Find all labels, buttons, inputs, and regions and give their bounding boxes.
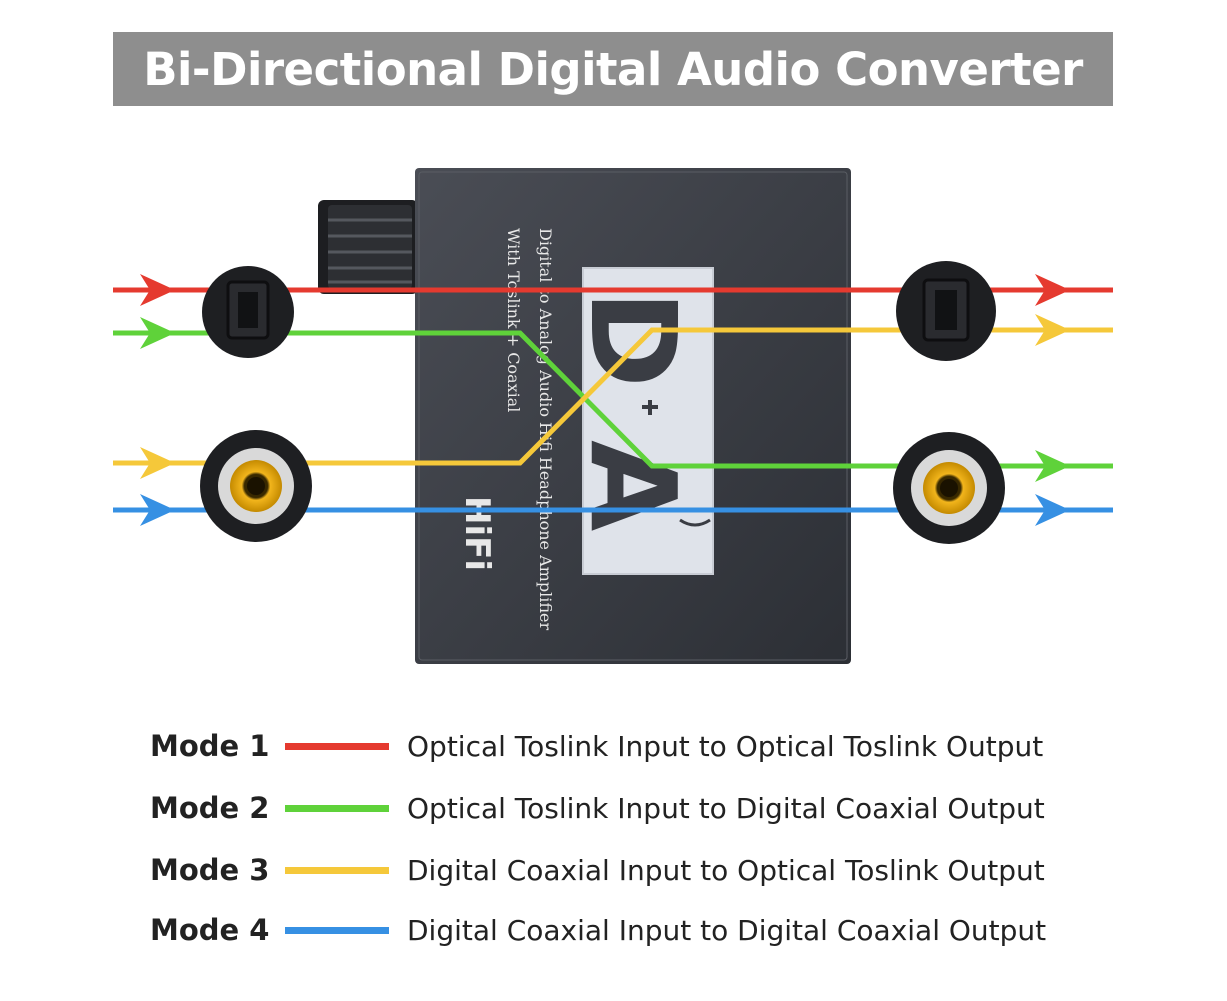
coaxial-input-port: [200, 430, 312, 542]
output-arrows: [1035, 274, 1070, 526]
legend-item-mode1: Mode 1 Optical Toslink Input to Optical …: [150, 718, 1110, 774]
legend-item-mode2: Mode 2 Optical Toslink Input to Digital …: [150, 780, 1110, 836]
optical-output-port: [896, 261, 996, 361]
volume-knob: [318, 200, 418, 294]
legend-mode-label: Mode 4: [150, 913, 270, 947]
legend-swatch-blue: [285, 926, 389, 934]
mode1-output-arrow: [1035, 274, 1070, 306]
legend-description: Digital Coaxial Input to Optical Toslink…: [407, 853, 1045, 887]
arrow-icon: [642, 400, 658, 415]
mode2-output-arrow: [1035, 450, 1070, 482]
logo-letter-d: D: [564, 290, 702, 388]
mode2-input-arrow: [140, 317, 175, 349]
legend-mode-label: Mode 2: [150, 791, 270, 825]
optical-input-port: [202, 266, 294, 358]
legend-swatch-yellow: [285, 866, 389, 874]
legend-description: Digital Coaxial Input to Digital Coaxial…: [407, 913, 1047, 947]
hifi-label: HiFi: [457, 496, 497, 571]
da-logo: D A: [564, 267, 714, 575]
mode3-line: [113, 327, 1113, 466]
legend-description: Optical Toslink Input to Optical Toslink…: [407, 729, 1044, 763]
signal-flow-diagram: Digital to Analog Audio Hifi Headphone A…: [113, 168, 1113, 664]
legend-item-mode3: Mode 3 Digital Coaxial Input to Optical …: [150, 842, 1110, 898]
legend-mode-label: Mode 3: [150, 853, 270, 887]
legend-description: Optical Toslink Input to Digital Coaxial…: [407, 791, 1045, 825]
legend-item-mode4: Mode 4 Digital Coaxial Input to Digital …: [150, 902, 1110, 958]
page-title: Bi-Directional Digital Audio Converter: [143, 42, 1083, 96]
legend-mode-label: Mode 1: [150, 729, 270, 763]
coaxial-output-port: [893, 432, 1005, 544]
legend-swatch-green: [285, 804, 389, 812]
mode3-input-arrow: [140, 447, 175, 479]
mode4-output-arrow: [1035, 494, 1070, 526]
input-arrows: [140, 274, 175, 526]
logo-letter-a: A: [564, 440, 702, 531]
legend-swatch-red: [285, 742, 389, 750]
mode4-input-arrow: [140, 494, 175, 526]
device-side-text: Digital to Analog Audio Hifi Headphone A…: [536, 228, 555, 630]
mode3-output-arrow: [1035, 314, 1070, 346]
device-side-text-2: With Toslink + Coaxial: [504, 228, 523, 412]
title-banner: Bi-Directional Digital Audio Converter: [113, 32, 1113, 106]
sound-wave-icon: [679, 518, 711, 527]
mode1-input-arrow: [140, 274, 175, 306]
